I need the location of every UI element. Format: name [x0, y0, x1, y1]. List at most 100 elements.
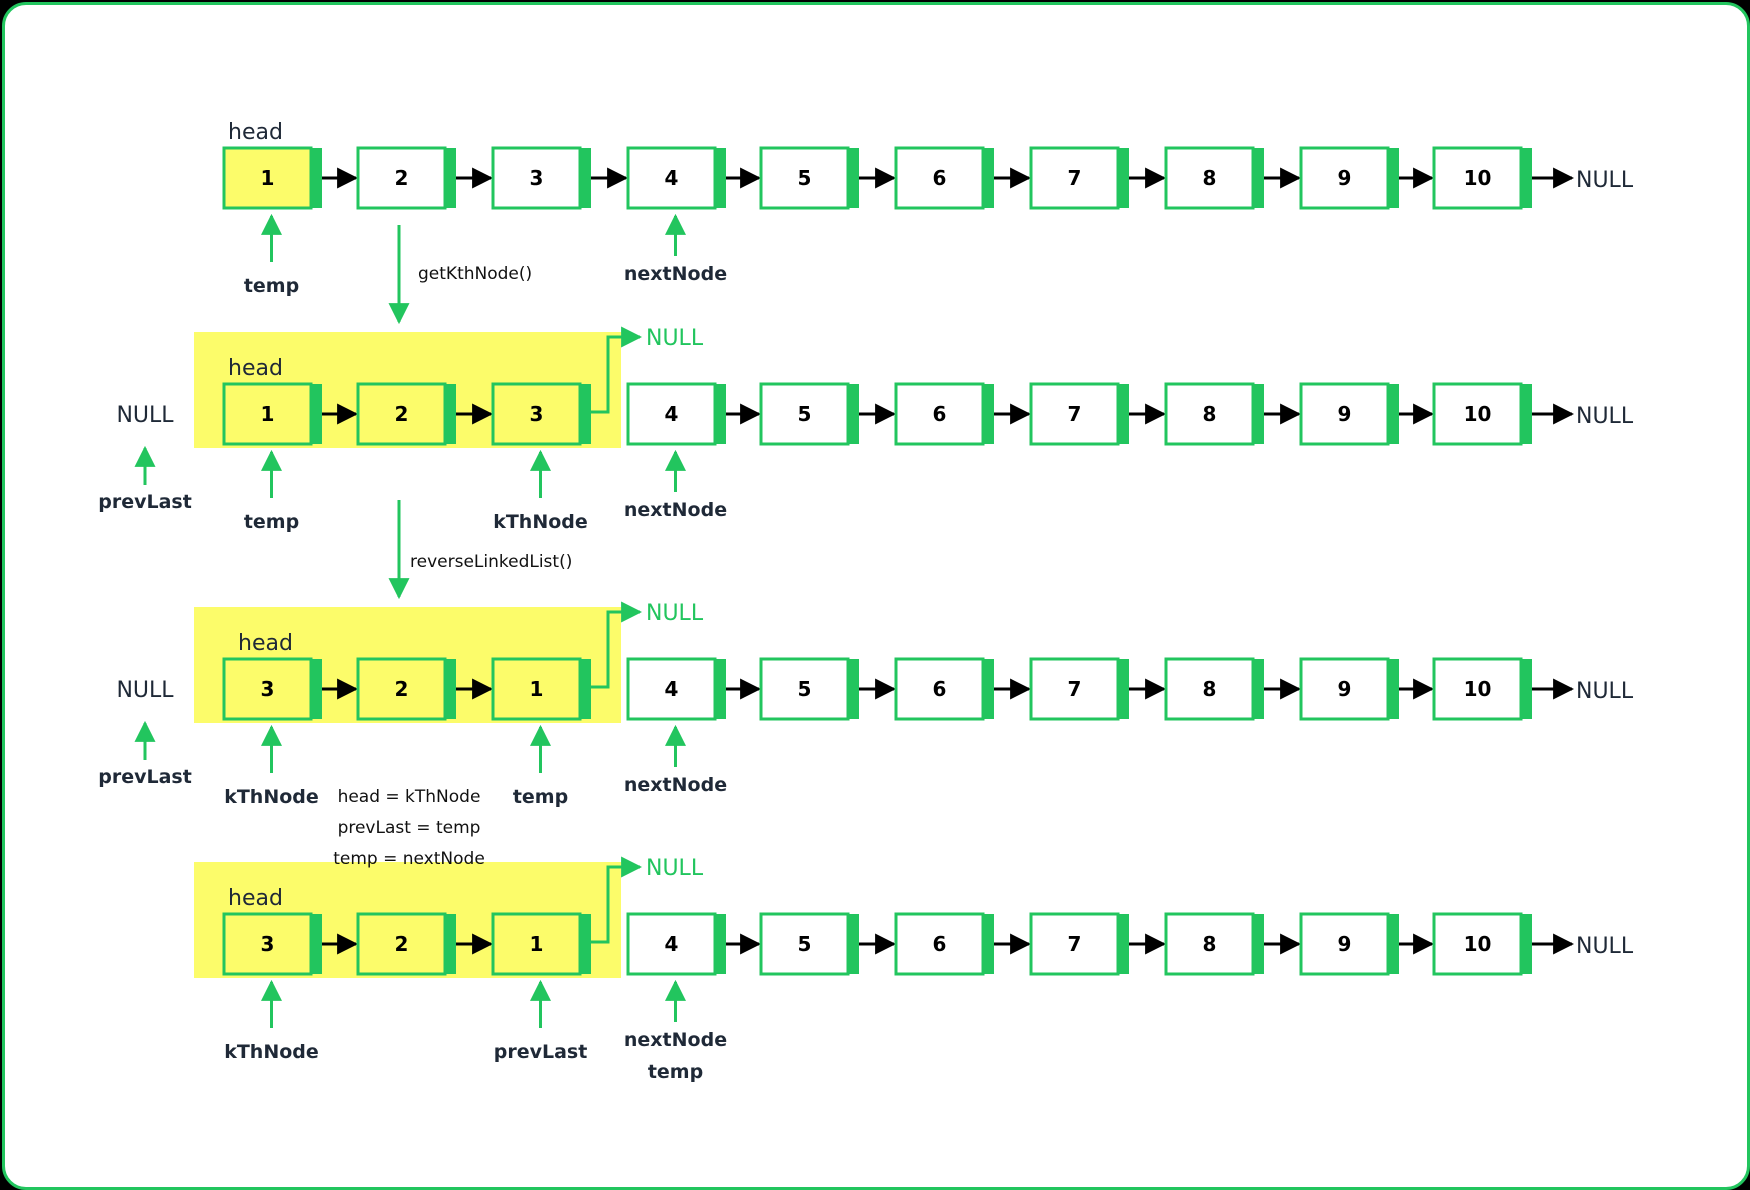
- node-next-field: [1253, 384, 1264, 444]
- pointer-label: prevLast: [494, 1041, 588, 1063]
- node-next-field: [580, 384, 591, 444]
- node-value: 3: [261, 677, 275, 701]
- node-next-field: [715, 659, 726, 719]
- node-value: 8: [1203, 932, 1217, 956]
- step-label-1: getKthNode(): [418, 264, 532, 284]
- node-next-field: [715, 914, 726, 974]
- node-value: 4: [665, 677, 679, 701]
- node-next-field: [1521, 914, 1532, 974]
- node-next-field: [445, 148, 456, 208]
- node-next-field: [311, 148, 322, 208]
- node-value: 5: [798, 402, 812, 426]
- pointer-label: nextNode: [624, 499, 727, 521]
- node-value: 6: [933, 932, 947, 956]
- node-box: [626, 382, 717, 446]
- head-label: head: [238, 631, 293, 656]
- node-box: [1029, 146, 1120, 210]
- group-null-label: NULL: [646, 856, 704, 881]
- node-next-field: [1521, 148, 1532, 208]
- node-next-field: [1118, 384, 1129, 444]
- node-value: 8: [1203, 402, 1217, 426]
- node-next-field: [715, 148, 726, 208]
- prevlast-pointer-label: prevLast: [98, 766, 192, 788]
- node-box: [491, 912, 582, 976]
- node-value: 2: [395, 932, 409, 956]
- node-value: 6: [933, 402, 947, 426]
- node-box: [626, 657, 717, 721]
- node-value: 2: [395, 166, 409, 190]
- node-value: 8: [1203, 166, 1217, 190]
- node-next-field: [1521, 384, 1532, 444]
- pointer-label: temp: [244, 511, 299, 533]
- node-next-field: [983, 148, 994, 208]
- node-value: 3: [530, 402, 544, 426]
- tail-null-label: NULL: [1576, 168, 1634, 193]
- node-box: [1432, 382, 1523, 446]
- node-next-field: [445, 384, 456, 444]
- node-value: 5: [798, 932, 812, 956]
- group-null-label: NULL: [646, 601, 704, 626]
- node-next-field: [1388, 914, 1399, 974]
- head-label: head: [228, 120, 283, 145]
- pointer-label: kThNode: [493, 511, 588, 533]
- pointer-label: nextNode: [624, 1029, 727, 1051]
- node-box: [222, 657, 313, 721]
- node-box: [222, 146, 313, 210]
- node-box: [759, 146, 850, 210]
- node-value: 7: [1068, 932, 1082, 956]
- node-box: [222, 382, 313, 446]
- node-next-field: [983, 659, 994, 719]
- group-null-arrow: [591, 601, 643, 689]
- node-box: [626, 912, 717, 976]
- node-box: [491, 146, 582, 210]
- node-next-field: [1253, 148, 1264, 208]
- assignment-head: head = kThNode: [338, 787, 481, 807]
- node-next-field: [848, 148, 859, 208]
- node-value: 1: [530, 932, 544, 956]
- pointer-label: temp: [244, 275, 299, 297]
- node-box: [1299, 382, 1390, 446]
- node-box: [759, 657, 850, 721]
- node-next-field: [580, 914, 591, 974]
- node-box: [894, 657, 985, 721]
- node-box: [1432, 146, 1523, 210]
- node-box: [1299, 912, 1390, 976]
- node-box: [1164, 146, 1255, 210]
- node-next-field: [1521, 659, 1532, 719]
- node-value: 9: [1338, 166, 1352, 190]
- node-next-field: [580, 659, 591, 719]
- node-box: [894, 146, 985, 210]
- node-next-field: [311, 914, 322, 974]
- node-value: 9: [1338, 402, 1352, 426]
- node-next-field: [848, 914, 859, 974]
- node-next-field: [1253, 914, 1264, 974]
- node-next-field: [1253, 659, 1264, 719]
- node-box: [356, 657, 447, 721]
- node-value: 10: [1464, 166, 1492, 190]
- node-box: [759, 382, 850, 446]
- node-next-field: [1388, 148, 1399, 208]
- node-next-field: [983, 384, 994, 444]
- node-box: [356, 382, 447, 446]
- node-value: 7: [1068, 402, 1082, 426]
- pointer-label-secondary: temp: [648, 1061, 703, 1083]
- node-box: [1029, 912, 1120, 976]
- node-value: 1: [261, 402, 275, 426]
- pointer-label: nextNode: [624, 263, 727, 285]
- tail-null-label: NULL: [1576, 404, 1634, 429]
- node-box: [491, 382, 582, 446]
- node-next-field: [445, 914, 456, 974]
- node-value: 1: [261, 166, 275, 190]
- node-box: [1432, 657, 1523, 721]
- node-value: 1: [530, 677, 544, 701]
- node-value: 9: [1338, 932, 1352, 956]
- node-next-field: [311, 659, 322, 719]
- node-next-field: [445, 659, 456, 719]
- node-value: 5: [798, 166, 812, 190]
- node-value: 7: [1068, 166, 1082, 190]
- node-value: 6: [933, 166, 947, 190]
- links-layer: [134, 167, 1575, 1028]
- group-null-arrow: [591, 856, 643, 944]
